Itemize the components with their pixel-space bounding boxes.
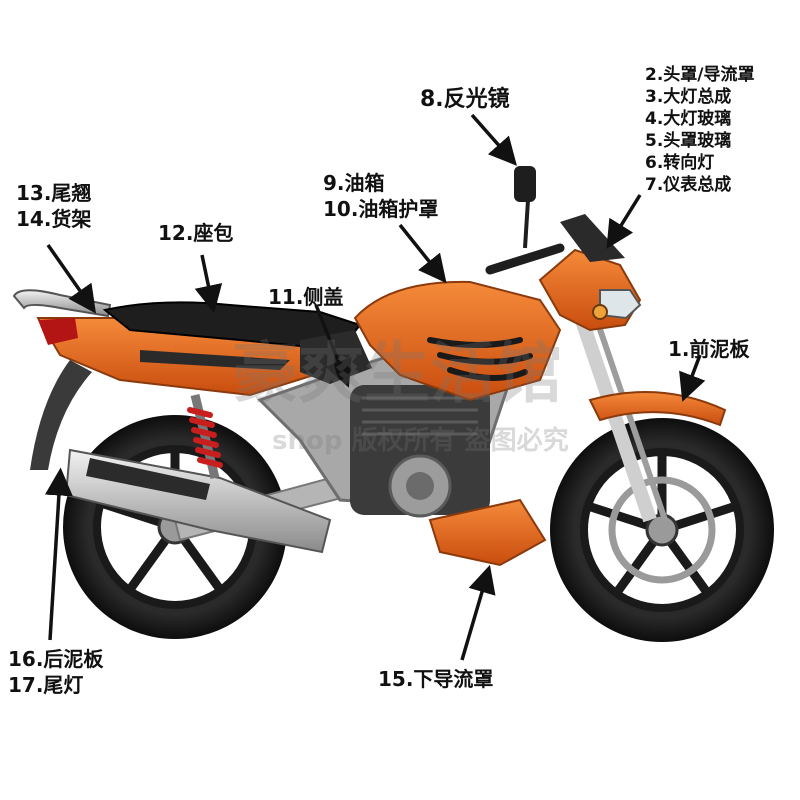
- label-part-4: 4.大灯玻璃: [645, 109, 732, 130]
- label-part-5: 5.头罩玻璃: [645, 131, 732, 152]
- label-part-6: 6.转向灯: [645, 153, 715, 174]
- tail-light: [38, 318, 78, 345]
- label-group-tank: 9.油箱 10.油箱护罩: [323, 170, 438, 222]
- windscreen: [560, 214, 625, 262]
- label-part-16: 16.后泥板: [8, 647, 104, 671]
- label-seat: 12.座包: [158, 221, 234, 245]
- arrow-lower-fairing: [460, 564, 496, 661]
- arrow-mirror: [470, 113, 517, 166]
- rear-mudguard: [30, 360, 92, 470]
- watermark-sub: shop 版权所有 盗图必究: [272, 426, 569, 456]
- rear-rack: [12, 289, 112, 318]
- arrow-seat: [194, 254, 223, 314]
- arrow-front-fender: [679, 354, 706, 402]
- label-group-tail: 13.尾翘 14.货架: [16, 180, 91, 232]
- handlebar: [485, 166, 565, 275]
- label-part-14: 14.货架: [16, 207, 92, 231]
- turn-signal: [592, 304, 608, 320]
- label-part-2: 2.头罩/导流罩: [645, 65, 755, 85]
- label-part-10: 10.油箱护罩: [323, 197, 439, 221]
- label-group-front-cowl: 2.头罩/导流罩 3.大灯总成 4.大灯玻璃 5.头罩玻璃 6.转向灯 7.仪表…: [645, 64, 755, 197]
- label-side-cover: 11.侧盖: [268, 285, 344, 309]
- arrow-tail: [46, 243, 97, 314]
- label-group-rear: 16.后泥板 17.尾灯: [8, 646, 103, 698]
- label-part-17: 17.尾灯: [8, 673, 84, 697]
- front-wheel: [550, 418, 774, 642]
- label-part-9: 9.油箱: [323, 171, 385, 195]
- label-lower-fairing: 15.下导流罩: [378, 667, 494, 691]
- watermark-main: 豪爽生活馆: [232, 335, 562, 412]
- arrow-cowl: [606, 194, 642, 249]
- arrow-side-cover: [314, 304, 352, 388]
- label-front-fender: 1.前泥板: [668, 337, 750, 361]
- label-mirror: 8.反光镜: [420, 87, 510, 112]
- arrow-rear: [44, 467, 73, 641]
- arrow-tank: [398, 223, 447, 284]
- tank-graphics: [427, 337, 533, 382]
- lower-fairing: [428, 498, 547, 567]
- engine: [350, 385, 490, 518]
- label-part-7: 7.仪表总成: [645, 175, 732, 196]
- label-part-3: 3.大灯总成: [645, 87, 732, 108]
- rear-shock: [187, 393, 223, 480]
- label-part-13: 13.尾翘: [16, 181, 92, 205]
- callout-arrows: [44, 113, 706, 661]
